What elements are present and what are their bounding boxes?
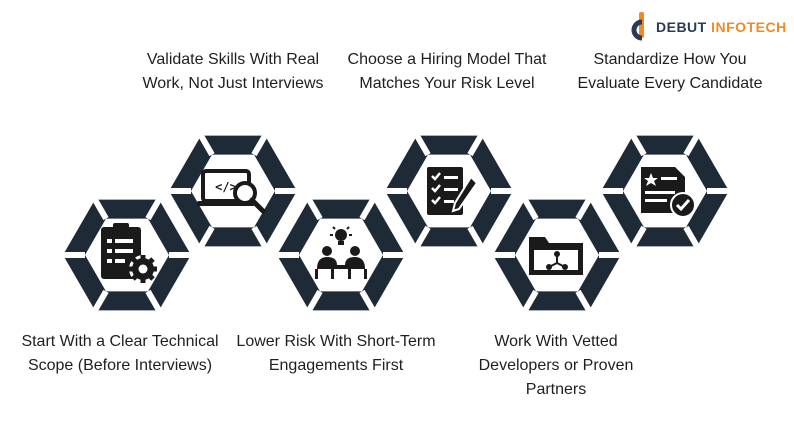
brand-name-part2: INFOTECH bbox=[711, 19, 787, 35]
step-2-text: Validate Skills With Real Work, Not Just… bbox=[142, 51, 324, 92]
hexagon-step-2: </> bbox=[169, 136, 297, 247]
step-1-text: Start With a Clear Technical Scope (Befo… bbox=[21, 333, 219, 374]
hexagon-step-5 bbox=[493, 200, 621, 311]
hexagon-step-1 bbox=[63, 200, 191, 311]
step-5-text: Work With Vetted Developers or Proven Pa… bbox=[478, 333, 634, 398]
step-4-text: Choose a Hiring Model That Matches Your … bbox=[347, 51, 547, 92]
brand-logo-icon bbox=[631, 12, 644, 41]
team-meeting-idea-icon bbox=[315, 226, 367, 279]
certificate-check-icon bbox=[641, 167, 696, 218]
shared-folder-icon bbox=[529, 237, 583, 275]
hexagon-step-3 bbox=[277, 200, 405, 311]
brand-name: DEBUT INFOTECH bbox=[656, 19, 787, 35]
svg-text:</>: </> bbox=[215, 180, 237, 194]
step-3-text: Lower Risk With Short-Term Engagements F… bbox=[236, 333, 436, 374]
laptop-code-search-icon: </> bbox=[197, 169, 266, 214]
hexagon-step-4 bbox=[385, 136, 513, 247]
clipboard-gear-icon bbox=[101, 223, 157, 283]
hexagon-step-6 bbox=[601, 136, 729, 247]
brand-logo: DEBUT INFOTECH bbox=[628, 12, 787, 42]
checklist-pen-icon bbox=[427, 167, 479, 215]
step-6-text: Standardize How You Evaluate Every Candi… bbox=[577, 51, 763, 92]
brand-name-part1: DEBUT bbox=[656, 19, 707, 35]
